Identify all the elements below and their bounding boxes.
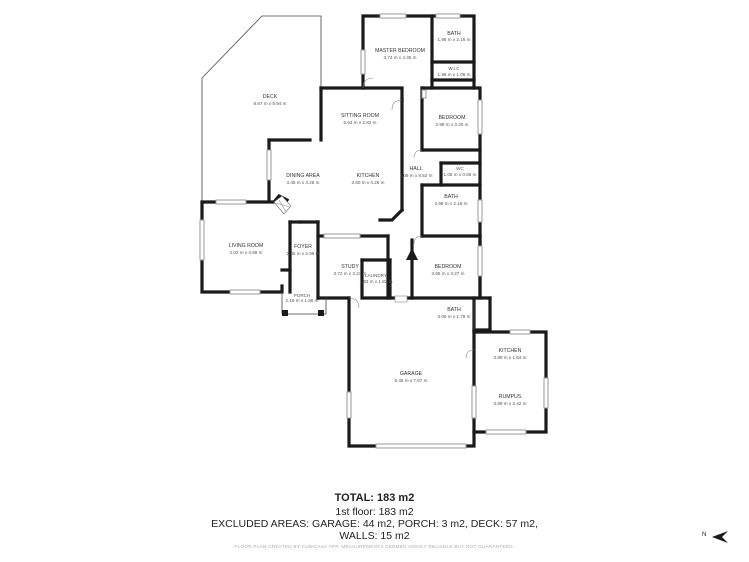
svg-text:FOYER: FOYER [294,244,312,250]
excluded-areas: EXCLUDED AREAS: GARAGE: 44 m2, PORCH: 3 … [211,518,538,530]
svg-text:2.99 m x 2.16 m: 2.99 m x 2.16 m [435,201,468,206]
svg-text:1.98 m x 2.16 m: 1.98 m x 2.16 m [438,37,471,42]
windows [199,13,549,449]
svg-text:KITCHEN: KITCHEN [499,348,522,354]
door-details [273,77,475,359]
floor-area: 1st floor: 183 m2 [335,506,414,518]
svg-text:3.89 m x 1.64 m: 3.89 m x 1.64 m [494,355,527,360]
svg-text:PORCH: PORCH [294,293,311,298]
svg-text:4.02 m x 4.68 m: 4.02 m x 4.68 m [230,250,263,255]
svg-text:DINING AREA: DINING AREA [286,173,320,179]
svg-text:3.89 m x 3.42 m: 3.89 m x 3.42 m [494,401,527,406]
svg-text:LAUNDRY: LAUNDRY [365,273,387,278]
svg-text:6.45 m x 7.67 m: 6.45 m x 7.67 m [395,378,428,383]
svg-text:3.60 m x 4.26 m: 3.60 m x 4.26 m [352,180,385,185]
svg-text:2.45 m x 2.99 m: 2.45 m x 2.99 m [287,251,320,256]
total-area: TOTAL: 183 m2 [334,492,415,504]
svg-text:3.45 m x 4.26 m: 3.45 m x 4.26 m [287,180,320,185]
svg-text:SITTING ROOM: SITTING ROOM [341,113,379,119]
svg-text:STUDY: STUDY [341,264,359,270]
compass-letter: N [702,532,707,538]
svg-text:3.72 m x 3.23 m: 3.72 m x 3.23 m [334,271,367,276]
svg-text:1.06 m x 0.86 m: 1.06 m x 0.86 m [444,172,477,177]
room-wc: WC1.06 m x 0.86 m [444,166,477,177]
svg-text:3.06 m x 1.78 m: 3.06 m x 1.78 m [438,314,471,319]
main-walls [200,14,548,448]
north-arrow-icon [712,531,728,543]
svg-text:DECK: DECK [263,94,278,100]
svg-text:GARAGE: GARAGE [400,371,423,377]
svg-text:1.98 m x 1.06 m: 1.98 m x 1.06 m [438,72,471,77]
svg-text:WC: WC [456,166,464,171]
svg-text:MASTER BEDROOM: MASTER BEDROOM [375,48,425,54]
room-wic: W.I.C1.98 m x 1.06 m [438,66,471,77]
walls-area: WALLS: 15 m2 [339,530,410,542]
svg-text:LIVING ROOM: LIVING ROOM [229,243,264,249]
svg-text:8.67 m x 9.94 m: 8.67 m x 9.94 m [254,101,287,106]
svg-text:BEDROOM: BEDROOM [439,115,466,121]
svg-text:3.65 m x 3.27 m: 3.65 m x 3.27 m [432,271,465,276]
svg-text:W.I.C: W.I.C [448,66,460,71]
svg-text:BATH: BATH [444,194,458,200]
floor-plan-credit: FLOOR PLAN CREATED BY CUBICASA APP. MEAS… [234,544,515,549]
svg-text:2.18 m x 1.58 m: 2.18 m x 1.58 m [286,298,319,303]
svg-text:1.08 m x 8.52 m: 1.08 m x 8.52 m [400,173,433,178]
svg-text:1.93 m x 1.82 m: 1.93 m x 1.82 m [360,279,393,284]
svg-text:2.99 m x 3.20 m: 2.99 m x 3.20 m [436,122,469,127]
deck-outline [201,15,322,202]
svg-text:BATH: BATH [447,307,461,313]
svg-text:BEDROOM: BEDROOM [435,264,462,270]
svg-text:BATH: BATH [447,31,461,37]
svg-text:5.63 m x 2.82 m: 5.63 m x 2.82 m [344,120,377,125]
svg-text:3.74 m x 4.35 m: 3.74 m x 4.35 m [384,55,417,60]
svg-text:KITCHEN: KITCHEN [357,173,380,179]
svg-text:HALL: HALL [410,166,423,172]
svg-text:RUMPUS: RUMPUS [499,394,522,400]
